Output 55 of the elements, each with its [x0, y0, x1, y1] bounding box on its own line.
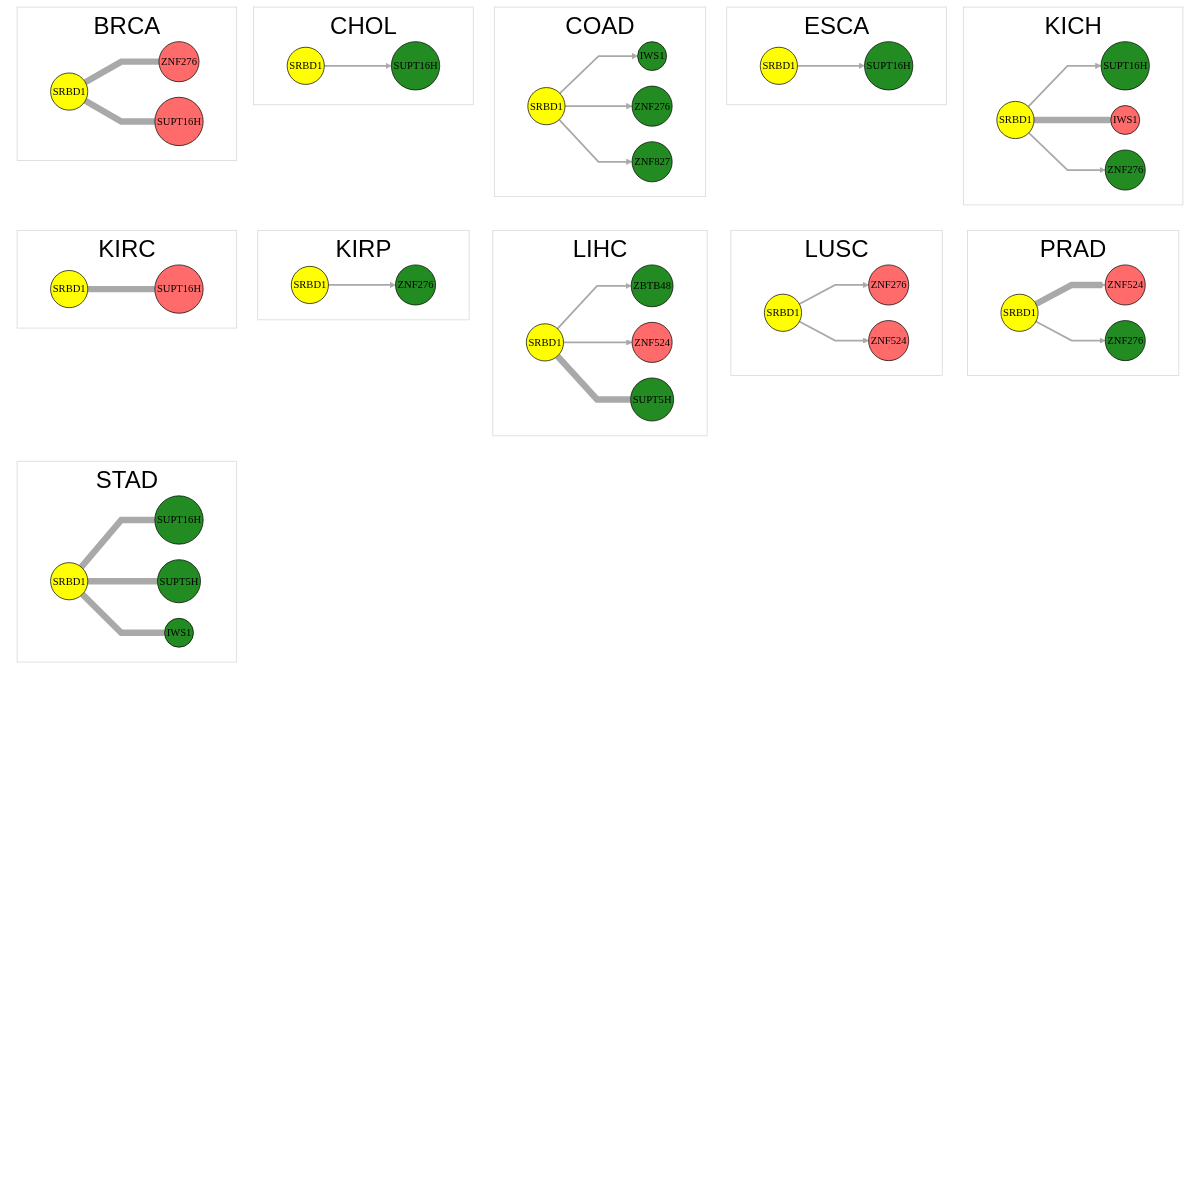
arrow: [556, 282, 632, 330]
node-circle: ZNF524: [868, 320, 910, 361]
arrow: [1027, 62, 1102, 108]
node-circle: SRBD1: [996, 101, 1035, 139]
node-circle: SUPT16H: [391, 41, 441, 91]
arrow: [562, 339, 633, 346]
node-circle: ZNF276: [1104, 320, 1146, 361]
connector: [87, 285, 155, 293]
arrow: [558, 118, 633, 165]
node-circle: SRBD1: [764, 293, 802, 332]
node-circle: ZNF276: [868, 264, 910, 306]
node-circle: SRBD1: [50, 72, 89, 111]
node-circle: SRBD1: [286, 46, 325, 85]
node-circle: SUPT16H: [154, 495, 204, 545]
node-circle: SRBD1: [526, 323, 564, 362]
arrow: [323, 62, 392, 69]
connector: [555, 353, 631, 403]
node-circle: ZNF827: [631, 141, 673, 183]
node-circle: ZNF276: [395, 264, 436, 306]
arrow: [796, 62, 865, 69]
node-circle: SUPT5H: [157, 559, 201, 604]
node-circle: ZNF276: [1104, 149, 1146, 191]
node-circle: SUPT16H: [1100, 41, 1150, 91]
arrow: [564, 103, 633, 110]
arrow: [558, 53, 638, 95]
arrow: [1034, 281, 1106, 307]
node-circle: IWS1: [164, 617, 194, 648]
connector: [1034, 116, 1111, 124]
connector: [87, 578, 158, 585]
node-circle: SRBD1: [290, 266, 329, 304]
node-circle: ZNF276: [158, 41, 200, 83]
arrow: [1027, 132, 1106, 174]
node-circle: SRBD1: [759, 46, 798, 85]
node-circle: SRBD1: [50, 562, 89, 601]
node-circle: SUPT16H: [154, 96, 204, 146]
node-circle: ZNF276: [631, 85, 673, 127]
node-circle: ZNF524: [631, 321, 673, 363]
node-circle: ZNF524: [1104, 264, 1146, 306]
arrow: [798, 281, 869, 305]
node-circle: SUPT5H: [630, 377, 674, 422]
arrow: [1035, 320, 1106, 344]
connector: [78, 516, 155, 570]
node-circle: SRBD1: [50, 270, 89, 309]
node-circle: ZBTB48: [630, 264, 674, 308]
connector: [83, 98, 155, 125]
arrow: [327, 281, 396, 289]
node-circle: SUPT16H: [864, 41, 914, 91]
node-circle: IWS1: [637, 41, 667, 71]
node-circle: SRBD1: [527, 87, 566, 126]
connector: [80, 592, 165, 636]
node-circle: SUPT16H: [154, 264, 204, 314]
node-circle: IWS1: [1110, 105, 1141, 135]
connector: [83, 58, 159, 86]
arrow: [798, 320, 869, 344]
node-circle: SRBD1: [1000, 293, 1039, 332]
